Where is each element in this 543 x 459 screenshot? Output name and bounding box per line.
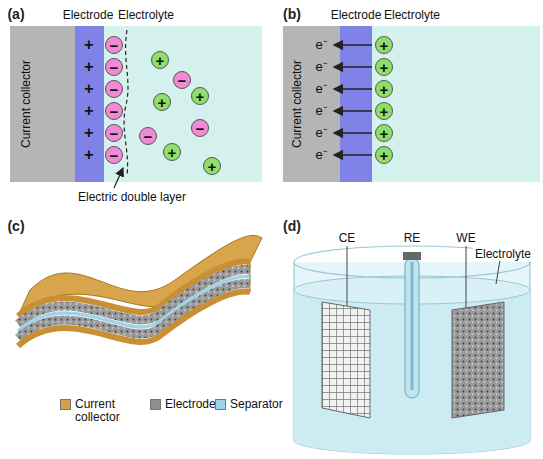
- part-label: WE: [456, 231, 475, 245]
- charge-sign: +: [84, 126, 93, 140]
- part-label: Electrolyte: [473, 247, 533, 261]
- attraction-arrow: [334, 110, 372, 111]
- anion: −: [105, 102, 123, 120]
- anion: −: [191, 119, 209, 137]
- electron: e⁻: [315, 60, 326, 74]
- part-label: Current collector: [290, 60, 304, 148]
- cation: +: [375, 80, 393, 98]
- ion-sign: +: [380, 60, 389, 75]
- charge-sign: +: [84, 148, 93, 162]
- ion-sign: −: [110, 60, 119, 75]
- electron: e⁻: [315, 126, 326, 140]
- ion-sign: +: [380, 82, 389, 97]
- anion: −: [139, 127, 157, 145]
- charge-sign: +: [84, 60, 93, 74]
- attraction-arrow: [334, 132, 372, 133]
- anion: −: [105, 124, 123, 142]
- cation: +: [375, 58, 393, 76]
- legend-item: Separator: [215, 398, 283, 411]
- ion-sign: +: [156, 53, 165, 68]
- ion-sign: +: [196, 89, 205, 104]
- attraction-arrow: [334, 66, 372, 67]
- legend-text: Current collector: [75, 398, 139, 424]
- legend-swatch: [60, 399, 71, 410]
- ion-sign: −: [110, 82, 119, 97]
- part-label: Current collector: [19, 60, 33, 148]
- anion: −: [105, 80, 123, 98]
- attraction-arrow: [334, 154, 372, 155]
- ion-sign: −: [110, 148, 119, 163]
- legend-swatch: [150, 399, 161, 410]
- ion-sign: −: [178, 73, 187, 88]
- panel-letter: (c): [7, 219, 24, 233]
- cation: +: [375, 124, 393, 142]
- electron: e⁻: [315, 82, 326, 96]
- charge-sign: +: [84, 82, 93, 96]
- charge-sign: +: [84, 104, 93, 118]
- cation: +: [375, 102, 393, 120]
- part-label: Electrolyte: [118, 8, 174, 22]
- ion-sign: −: [110, 38, 119, 53]
- ion-sign: +: [380, 148, 389, 163]
- ion-sign: −: [196, 121, 205, 136]
- ion-sign: −: [110, 104, 119, 119]
- charge-sign: +: [84, 38, 93, 52]
- legend-text: Electrode: [165, 398, 216, 411]
- legend-item: Current collector: [60, 398, 139, 424]
- ion-sign: +: [158, 95, 167, 110]
- ion-sign: −: [144, 129, 153, 144]
- attraction-arrow: [334, 88, 372, 89]
- cation: +: [375, 36, 393, 54]
- part-label: Electrolyte: [384, 8, 440, 22]
- cation: +: [191, 87, 209, 105]
- part-label: Electrode: [331, 8, 382, 22]
- panel-letter: (b): [283, 7, 301, 21]
- anion: −: [173, 71, 191, 89]
- ion-sign: +: [380, 38, 389, 53]
- anion: −: [105, 58, 123, 76]
- ion-sign: +: [208, 159, 217, 174]
- ion-sign: +: [380, 104, 389, 119]
- panel-letter: (d): [283, 219, 301, 233]
- electron: e⁻: [315, 38, 326, 52]
- ion-sign: +: [380, 126, 389, 141]
- part-label: RE: [404, 231, 421, 245]
- ion-sign: +: [168, 145, 177, 160]
- electron: e⁻: [315, 148, 326, 162]
- anion: −: [105, 36, 123, 54]
- cation: +: [203, 157, 221, 175]
- part-label: CE: [339, 231, 356, 245]
- cation: +: [153, 93, 171, 111]
- legend-item: Electrode: [150, 398, 216, 411]
- ion-sign: −: [110, 126, 119, 141]
- cation: +: [151, 51, 169, 69]
- attraction-arrow: [334, 44, 372, 45]
- panel-letter: (a): [7, 7, 24, 21]
- part-label: Electrode: [63, 8, 114, 22]
- cation: +: [163, 143, 181, 161]
- legend-text: Separator: [230, 398, 283, 411]
- electron: e⁻: [315, 104, 326, 118]
- anion: −: [105, 146, 123, 164]
- cation: +: [375, 146, 393, 164]
- part-label: Electric double layer: [78, 190, 186, 204]
- legend-swatch: [215, 399, 226, 410]
